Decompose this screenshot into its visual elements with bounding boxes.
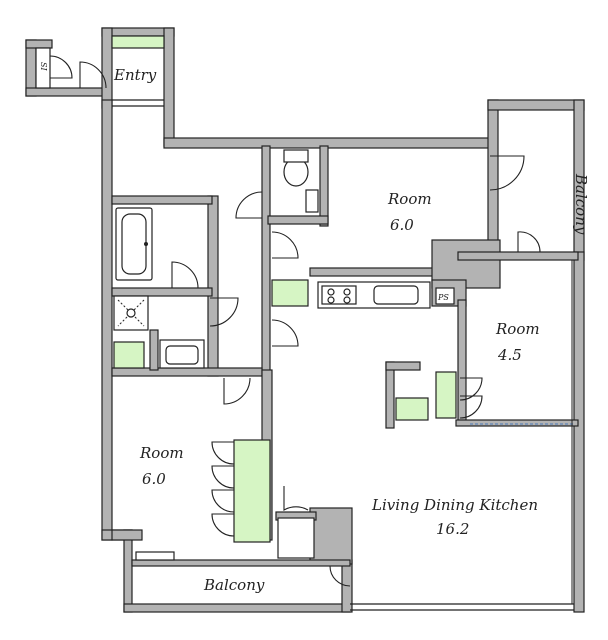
- closet-door-1: [211, 441, 235, 465]
- shoe-closet-door: [49, 55, 73, 79]
- pipe-space-label: PS: [437, 293, 449, 302]
- balcony-bottom: Balcony: [203, 565, 351, 594]
- hall-storage-closet: [271, 279, 309, 307]
- ldk-size: 16.2: [436, 520, 469, 538]
- room-top-size: 6.0: [390, 216, 414, 234]
- room-left-closet: [233, 439, 271, 543]
- room-left-name: Room: [139, 444, 184, 462]
- kitchen: PS: [317, 281, 455, 309]
- balcony-side-door: [517, 231, 541, 253]
- ldk-closet: [395, 397, 429, 421]
- walls: [25, 27, 585, 613]
- bathroom: [113, 207, 239, 369]
- pipe-space: [435, 287, 455, 305]
- room-top-balcony-door: [489, 155, 525, 191]
- toilet-door: [235, 191, 263, 219]
- room-left-size: 6.0: [142, 470, 166, 488]
- room-right-door-2: [459, 395, 483, 419]
- closet-door-3: [211, 489, 235, 513]
- stove: [321, 285, 357, 305]
- toilet: [235, 149, 319, 219]
- entry-door: [79, 61, 107, 89]
- balcony-side: Balcony: [517, 173, 590, 253]
- shoe-closet-label: SI: [39, 62, 48, 71]
- room-left-door: [223, 377, 251, 405]
- closet-door-2: [211, 465, 235, 489]
- balcony-bottom-label: Balcony: [203, 576, 265, 594]
- ldk: Living Dining Kitchen 16.2: [350, 260, 574, 611]
- room-right-name: Room: [495, 320, 540, 338]
- ldk-name: Living Dining Kitchen: [371, 496, 538, 514]
- room-right-door-1: [459, 377, 483, 401]
- hall-storage: [271, 279, 309, 347]
- closet-door-4: [211, 513, 235, 537]
- balcony-bottom-door: [329, 565, 351, 587]
- room-right-size: 4.5: [497, 346, 522, 364]
- bathroom-door: [171, 261, 199, 289]
- room-right: Room 4.5: [395, 320, 574, 425]
- room-right-closet: [435, 371, 457, 419]
- ldk-utility: [277, 486, 315, 559]
- shoe-closet: SI: [35, 47, 107, 89]
- wash-storage: [113, 341, 145, 369]
- room-left-window: [135, 551, 175, 561]
- room-top-name: Room: [387, 190, 432, 208]
- kitchen-sink: [373, 285, 419, 305]
- hall-door: [271, 319, 299, 347]
- entry-label: Entry: [113, 66, 157, 84]
- balcony-side-label: Balcony: [572, 173, 590, 235]
- entry-storage: [111, 35, 165, 49]
- room-left: Room 6.0: [135, 377, 271, 561]
- entry: Entry: [111, 35, 165, 107]
- utility-door: [283, 486, 309, 511]
- room-top-door: [271, 231, 299, 259]
- wash-door: [209, 297, 239, 327]
- room-top: Room 6.0: [271, 155, 525, 259]
